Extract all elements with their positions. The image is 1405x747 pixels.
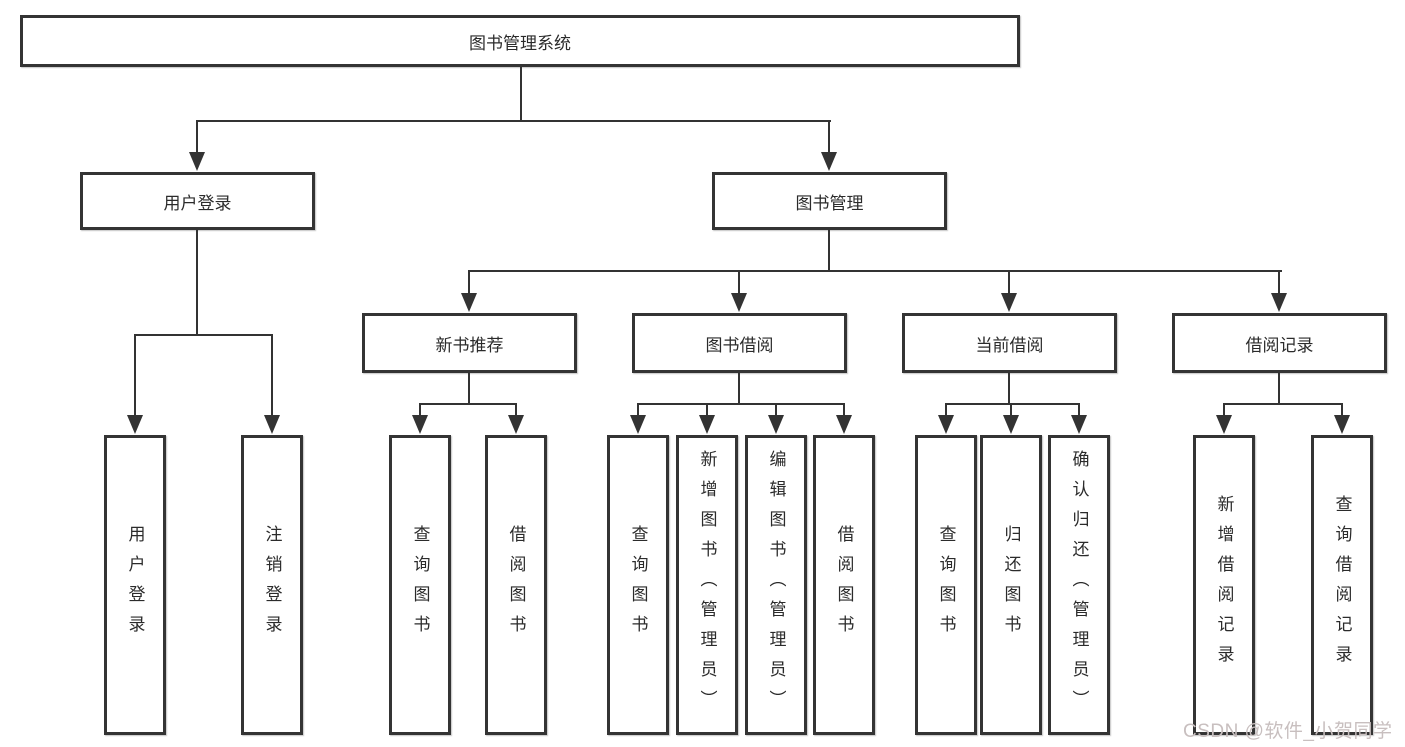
connector-line	[738, 372, 740, 404]
leaf-label: 注销登录	[262, 525, 282, 645]
leaf-query-borrow-record: 查询借阅记录	[1311, 435, 1373, 735]
leaf-edit-books-admin: 编辑图书（管理员）	[745, 435, 807, 735]
arrowhead-down-icon	[1334, 415, 1350, 434]
leaf-user-login: 用户登录	[104, 435, 166, 735]
leaf-add-borrow-record: 新增借阅记录	[1193, 435, 1255, 735]
csdn-watermark: CSDN @软件_小贺同学	[1183, 721, 1393, 742]
leaf-label: 借阅图书	[506, 525, 526, 645]
connector-line	[1078, 403, 1080, 421]
connector-line	[468, 270, 1282, 272]
arrowhead-down-icon	[1271, 293, 1287, 312]
leaf-label: 查询图书	[936, 525, 956, 645]
arrowhead-down-icon	[768, 415, 784, 434]
leaf-query-books-3: 查询图书	[915, 435, 977, 735]
arrowhead-down-icon	[1001, 293, 1017, 312]
connector-line	[468, 270, 470, 297]
connector-line	[196, 229, 198, 335]
arrowhead-down-icon	[821, 152, 837, 171]
connector-line	[1341, 403, 1343, 421]
connector-line	[271, 334, 273, 419]
connector-line	[738, 270, 740, 297]
connector-line	[1278, 270, 1280, 297]
arrowhead-down-icon	[508, 415, 524, 434]
node-book-borrowing: 图书借阅	[632, 313, 847, 373]
leaf-label: 查询图书	[628, 525, 648, 645]
connector-line	[945, 403, 1080, 405]
leaf-query-books-1: 查询图书	[389, 435, 451, 735]
arrowhead-down-icon	[1216, 415, 1232, 434]
arrowhead-down-icon	[630, 415, 646, 434]
node-label: 图书管理	[795, 193, 864, 213]
arrowhead-down-icon	[264, 415, 280, 434]
leaf-label: 确认归还（管理员）	[1069, 450, 1089, 720]
connector-line	[1223, 403, 1225, 421]
node-user-login: 用户登录	[80, 172, 315, 230]
connector-line	[775, 403, 777, 421]
connector-line	[1008, 270, 1010, 297]
node-book-management: 图书管理	[712, 172, 947, 230]
leaf-logout: 注销登录	[241, 435, 303, 735]
connector-line	[520, 66, 522, 122]
leaf-label: 新增借阅记录	[1214, 495, 1234, 675]
arrowhead-down-icon	[699, 415, 715, 434]
connector-line	[1010, 403, 1012, 421]
leaf-query-books-2: 查询图书	[607, 435, 669, 735]
connector-line	[1278, 372, 1280, 404]
leaf-label: 查询图书	[410, 525, 430, 645]
connector-line	[134, 334, 273, 336]
leaf-label: 用户登录	[125, 525, 145, 645]
node-label: 用户登录	[163, 193, 232, 213]
leaf-return-books: 归还图书	[980, 435, 1042, 735]
connector-line	[945, 403, 947, 421]
arrowhead-down-icon	[1071, 415, 1087, 434]
connector-line	[419, 403, 517, 405]
connector-line	[828, 120, 830, 156]
connector-line	[134, 334, 136, 419]
arrowhead-down-icon	[412, 415, 428, 434]
connector-line	[706, 403, 708, 421]
arrowhead-down-icon	[461, 293, 477, 312]
node-label: 图书借阅	[705, 335, 774, 355]
connector-line	[637, 403, 639, 421]
leaf-borrow-books-1: 借阅图书	[485, 435, 547, 735]
leaf-confirm-return-admin: 确认归还（管理员）	[1048, 435, 1110, 735]
connector-line	[196, 120, 831, 122]
connector-line	[637, 403, 845, 405]
node-borrowing-records: 借阅记录	[1172, 313, 1387, 373]
node-root: 图书管理系统	[20, 15, 1020, 67]
connector-line	[1008, 372, 1010, 404]
leaf-label: 借阅图书	[834, 525, 854, 645]
connector-line	[419, 403, 421, 421]
leaf-borrow-books-2: 借阅图书	[813, 435, 875, 735]
arrowhead-down-icon	[731, 293, 747, 312]
leaf-add-books-admin: 新增图书（管理员）	[676, 435, 738, 735]
node-current-borrowing: 当前借阅	[902, 313, 1117, 373]
node-root-label: 图书管理系统	[469, 33, 571, 53]
arrowhead-down-icon	[1003, 415, 1019, 434]
arrowhead-down-icon	[127, 415, 143, 434]
connector-line	[828, 229, 830, 272]
leaf-label: 编辑图书（管理员）	[766, 450, 786, 720]
leaf-label: 新增图书（管理员）	[697, 450, 717, 720]
node-label: 借阅记录	[1245, 335, 1314, 355]
arrowhead-down-icon	[836, 415, 852, 434]
connector-line	[468, 372, 470, 404]
connector-line	[843, 403, 845, 421]
leaf-label: 查询借阅记录	[1332, 495, 1352, 675]
arrowhead-down-icon	[938, 415, 954, 434]
node-new-book-recommendation: 新书推荐	[362, 313, 577, 373]
arrowhead-down-icon	[189, 152, 205, 171]
connector-line	[196, 120, 198, 156]
leaf-label: 归还图书	[1001, 525, 1021, 645]
connector-line	[1224, 403, 1343, 405]
node-label: 新书推荐	[435, 335, 504, 355]
connector-line	[515, 403, 517, 421]
node-label: 当前借阅	[975, 335, 1044, 355]
